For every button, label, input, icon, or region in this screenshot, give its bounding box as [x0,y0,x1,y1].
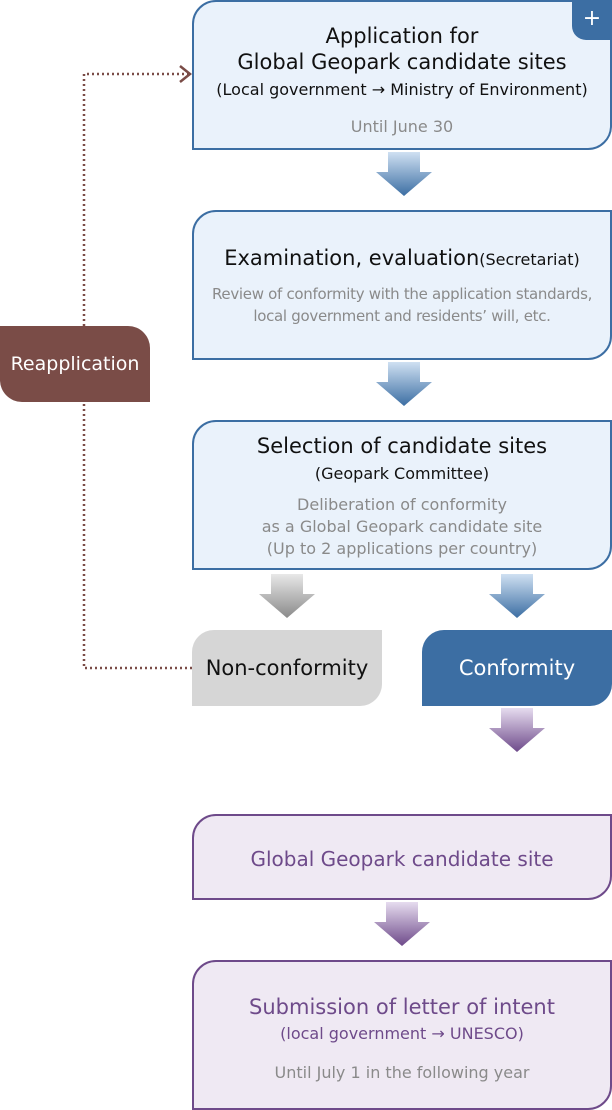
step-letter-of-intent-title: Submission of letter of intent [249,995,555,1019]
down-arrow-icon [489,574,545,618]
down-arrow-purple-icon [374,902,430,946]
step-examination-desc-line1: Review of conformity with the applicatio… [211,285,593,303]
step-application-box: Application for Global Geopark candidate… [192,0,612,150]
step-candidate-site-box: Global Geopark candidate site [192,814,612,900]
step-candidate-site-title: Global Geopark candidate site [250,847,554,871]
conformity-box: Conformity [422,630,612,706]
step-selection-subtitle: (Geopark Committee) [314,464,490,483]
reapplication-arrowhead [179,65,193,83]
step-examination-desc-line2: local government and residents’ will, et… [253,307,551,325]
step-letter-of-intent-box: Submission of letter of intent (local go… [192,960,612,1110]
down-arrow-purple-icon [489,708,545,752]
step-examination-box: Examination, evaluation(Secretariat) Rev… [192,210,612,360]
expand-plus-button[interactable]: + [572,0,612,40]
down-arrow-icon [376,152,432,196]
step-application-subtitle: (Local government → Ministry of Environm… [216,80,588,99]
step-examination-title-suffix: (Secretariat) [479,250,580,269]
step-selection-desc-line3: (Up to 2 applications per country) [266,539,538,558]
non-conformity-box: Non-conformity [192,630,382,706]
step-selection-desc-line1: Deliberation of conformity [297,495,507,514]
step-examination-title: Examination, evaluation(Secretariat) [194,246,610,271]
step-letter-of-intent-subtitle: (local government → UNESCO) [280,1024,524,1043]
step-application-title-line2: Global Geopark candidate sites [237,50,567,74]
step-application-title-line1: Application for [325,24,479,48]
down-arrow-icon [376,362,432,406]
reapplication-box: Reapplication [0,326,150,402]
step-application-deadline: Until June 30 [350,117,454,136]
step-letter-of-intent-deadline: Until July 1 in the following year [274,1063,530,1082]
down-arrow-gray-icon [259,574,315,618]
step-selection-desc-line2: as a Global Geopark candidate site [261,517,543,536]
step-selection-title: Selection of candidate sites [256,434,548,458]
step-selection-box: Selection of candidate sites (Geopark Co… [192,420,612,570]
step-examination-title-main: Examination, evaluation [224,246,480,270]
